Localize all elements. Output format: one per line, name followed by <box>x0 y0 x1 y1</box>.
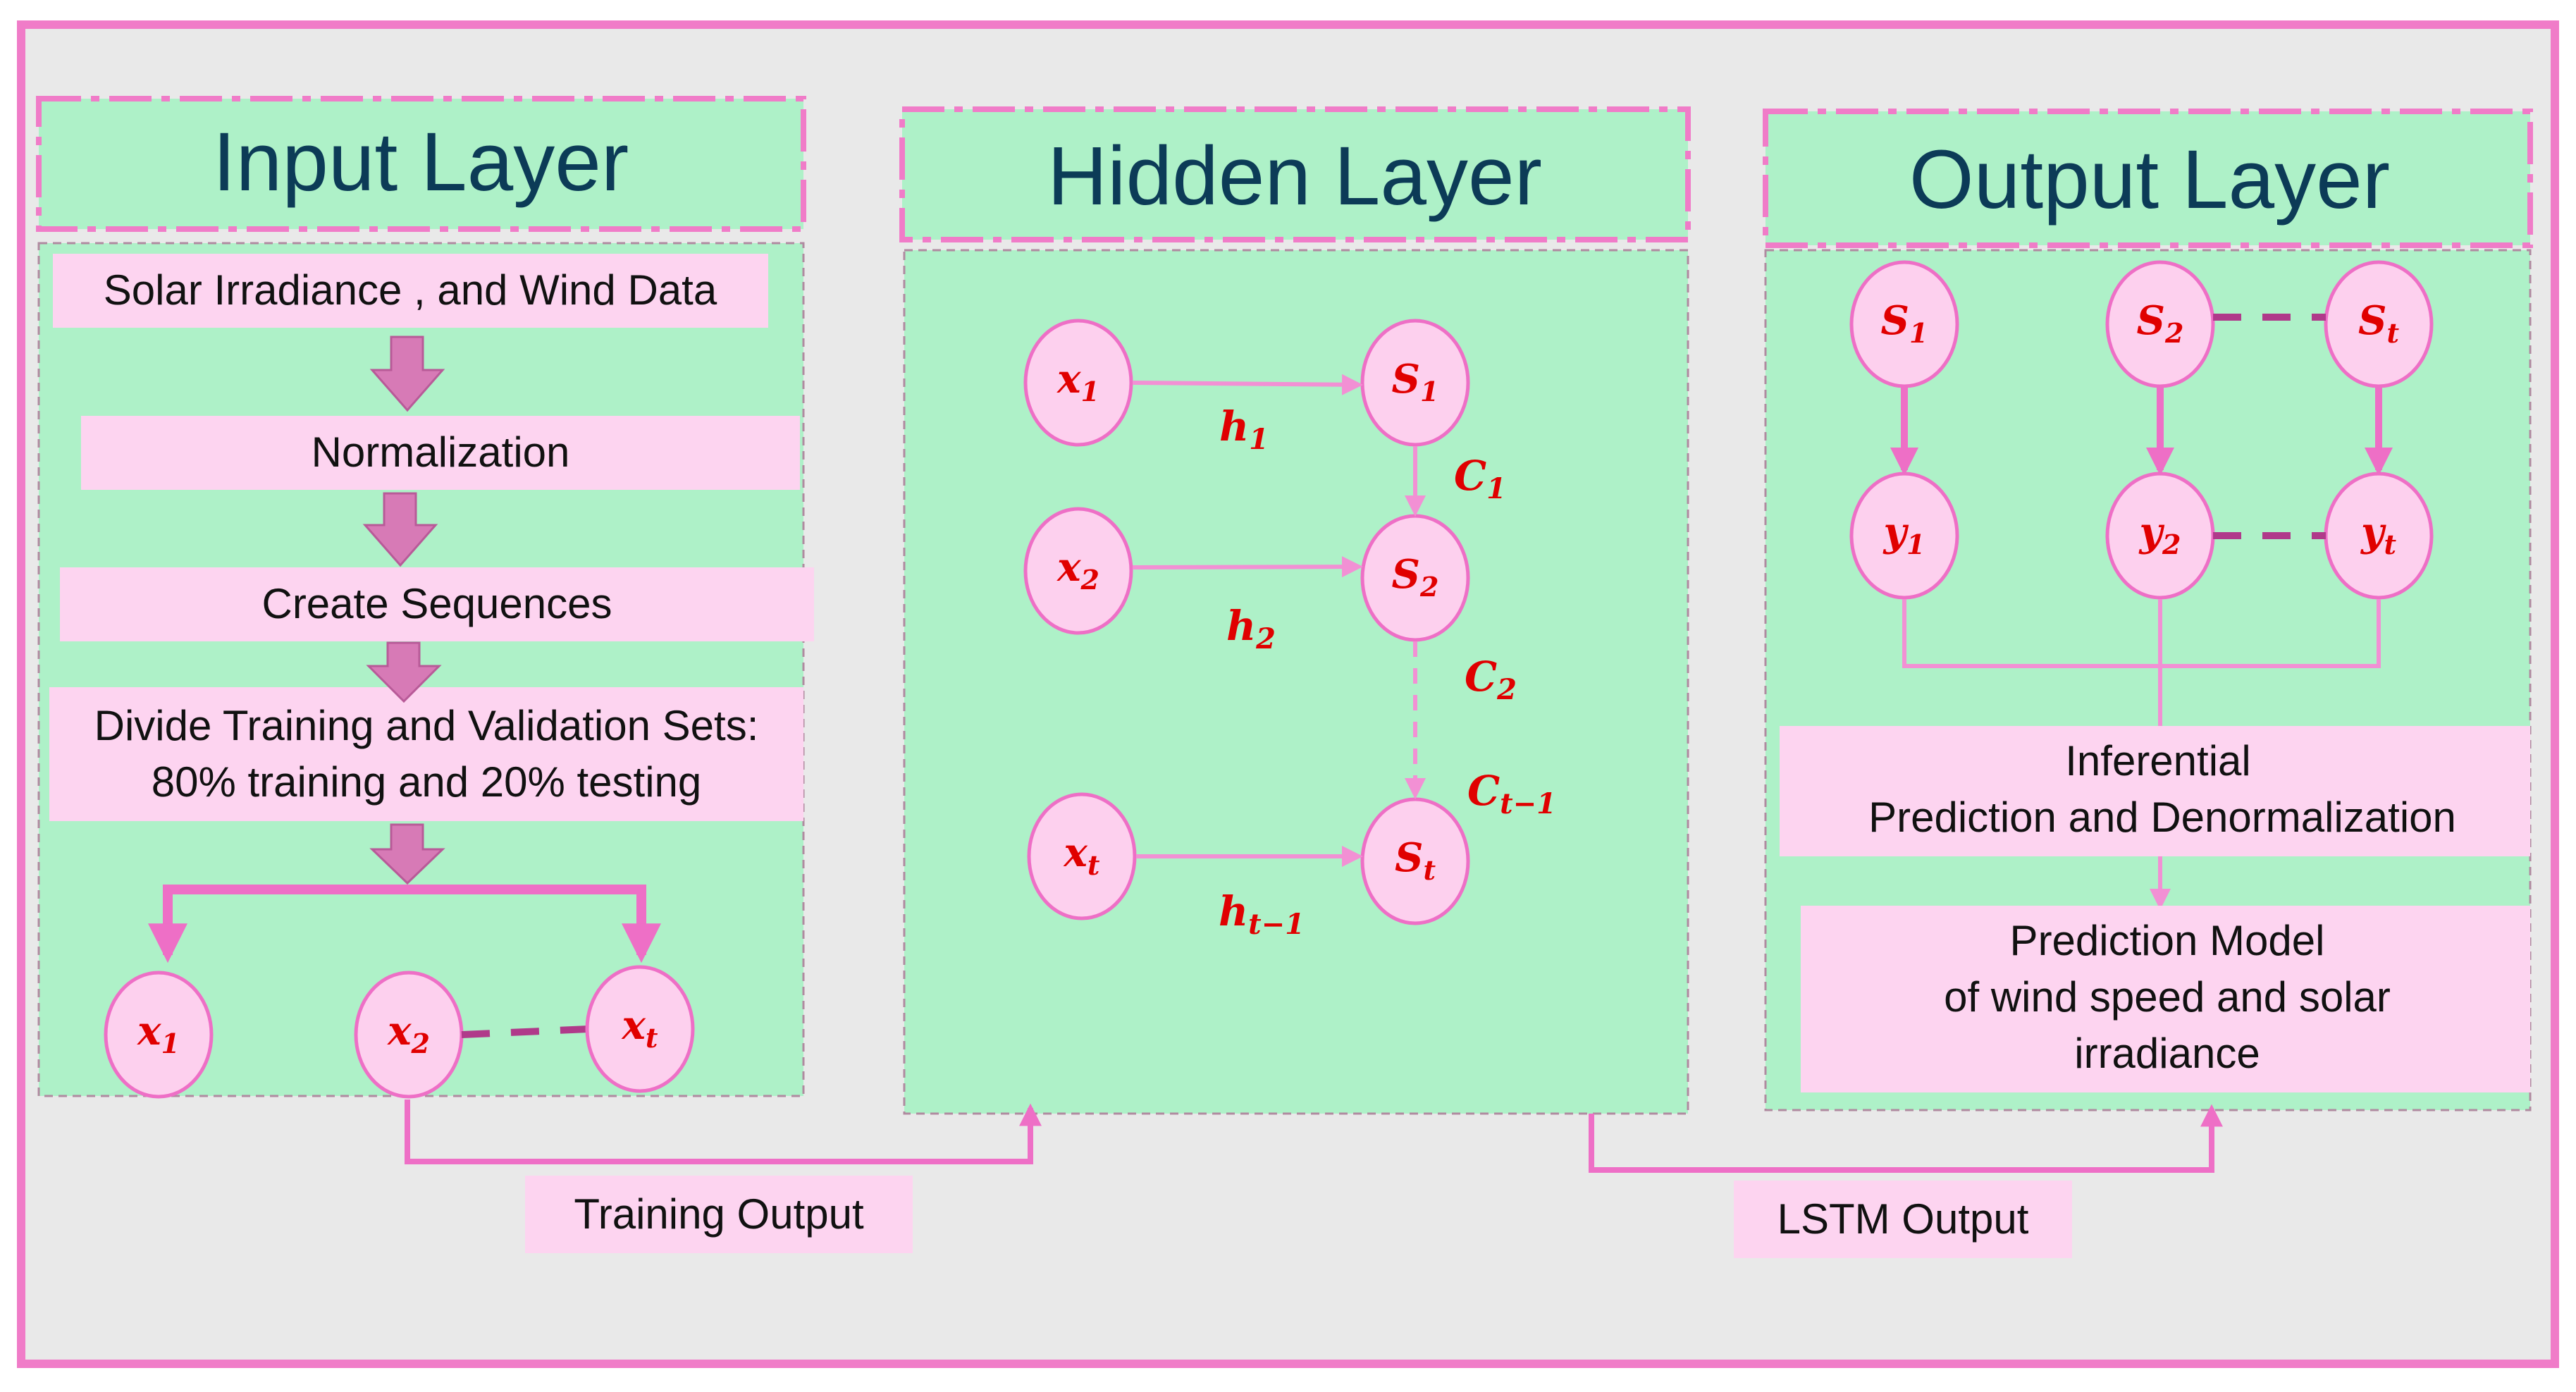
input-nodes-dash <box>461 1025 589 1038</box>
cell-label-ct-1: Ct−1 <box>1467 767 1556 820</box>
hidden-state-st-label: St <box>1395 834 1436 886</box>
inferential-box-line-1: Inferential <box>2065 737 2251 784</box>
output-state-st <box>2324 260 2434 388</box>
step-divide-sets-label-1: Divide Training and Validation Sets: <box>94 702 759 749</box>
inferential-box-line-2: Prediction and Denormalization <box>1868 794 2456 841</box>
hidden-input-xt-label: xt <box>1064 830 1100 881</box>
input-layer-title: Input Layer <box>213 116 629 209</box>
input-node-x1 <box>104 971 214 1099</box>
input-node-xt <box>585 965 695 1093</box>
output-state-st-label: St <box>2358 297 2399 349</box>
output-layer-title: Output Layer <box>1909 133 2390 226</box>
output-state-s1 <box>1849 260 1959 388</box>
block-arrow-2 <box>362 492 438 567</box>
output-merge-connector <box>1902 599 2381 668</box>
step-divide-sets-label-2: 80% training and 20% testing <box>152 758 702 806</box>
output-layer: Output Layer S1 S2 St y1 y2 yt Inferenti… <box>1763 109 2533 1111</box>
training-output-label: Training Output <box>574 1190 864 1238</box>
hidden-label-ht-1: ht−1 <box>1219 887 1305 941</box>
output-state-s2-label: S2 <box>2137 297 2184 349</box>
step-normalization <box>81 416 800 490</box>
hidden-state-s1-label: S1 <box>1392 356 1439 407</box>
output-layer-header <box>1763 109 2533 248</box>
input-layer-header <box>36 96 806 232</box>
hidden-layer: Hidden Layer x1 x2 xt S1 S2 St h1 h2 ht−… <box>899 106 1691 1115</box>
hidden-input-x1 <box>1023 319 1133 447</box>
hidden-input-x2 <box>1023 507 1133 635</box>
input-node-x1-label: x1 <box>137 1008 180 1059</box>
hidden-input-x2-label: x2 <box>1056 544 1099 596</box>
output-node-y2-label: y2 <box>2138 509 2181 560</box>
step-normalization-label: Normalization <box>312 429 570 476</box>
hidden-input-xt <box>1027 792 1137 920</box>
step-solar-wind-data-label: Solar Irradiance , and Wind Data <box>104 266 717 314</box>
block-arrow-3 <box>366 641 442 703</box>
lstm-output-label: LSTM Output <box>1777 1195 2029 1243</box>
block-arrow-1 <box>369 335 445 412</box>
output-node-yt-label: yt <box>2360 509 2397 560</box>
input-node-x2-label: x2 <box>387 1008 430 1059</box>
input-split-connector <box>148 885 661 963</box>
step-divide-sets <box>49 687 803 821</box>
input-node-xt-label: xt <box>622 1002 658 1054</box>
cell-label-c2: C2 <box>1465 653 1517 706</box>
training-output-connector <box>405 1100 1042 1164</box>
hidden-layer-panel <box>903 249 1689 1115</box>
hidden-state-s2-label: S2 <box>1392 551 1439 603</box>
hidden-label-h1: h1 <box>1219 402 1269 456</box>
prediction-model-line-2: of wind speed and solar <box>1944 973 2391 1021</box>
inferential-box <box>1780 726 2530 856</box>
cell-label-c1: C1 <box>1454 452 1506 505</box>
hidden-input-x1-label: x1 <box>1056 356 1099 407</box>
arrow-x1-s1 <box>1132 374 1363 395</box>
step-solar-wind-data <box>53 254 768 328</box>
hidden-layer-header <box>899 106 1691 242</box>
training-output-box <box>525 1176 913 1253</box>
input-layer: Input Layer Solar Irradiance , and Wind … <box>36 96 814 1099</box>
hidden-layer-title: Hidden Layer <box>1047 130 1542 223</box>
output-node-y1-label: y1 <box>1882 509 1925 560</box>
output-state-s1-label: S1 <box>1881 297 1928 349</box>
lstm-output-connector <box>1589 1104 2223 1173</box>
output-state-s2 <box>2105 260 2215 388</box>
step-create-sequences-label: Create Sequences <box>262 580 612 627</box>
prediction-model-line-1: Prediction Model <box>2010 917 2325 964</box>
prediction-model-line-3: irradiance <box>2074 1030 2260 1077</box>
prediction-model-box <box>1801 906 2530 1092</box>
step-create-sequences <box>60 567 814 641</box>
lstm-output-box <box>1734 1181 2072 1258</box>
hidden-label-h2: h2 <box>1226 602 1276 655</box>
block-arrow-4 <box>369 823 445 885</box>
